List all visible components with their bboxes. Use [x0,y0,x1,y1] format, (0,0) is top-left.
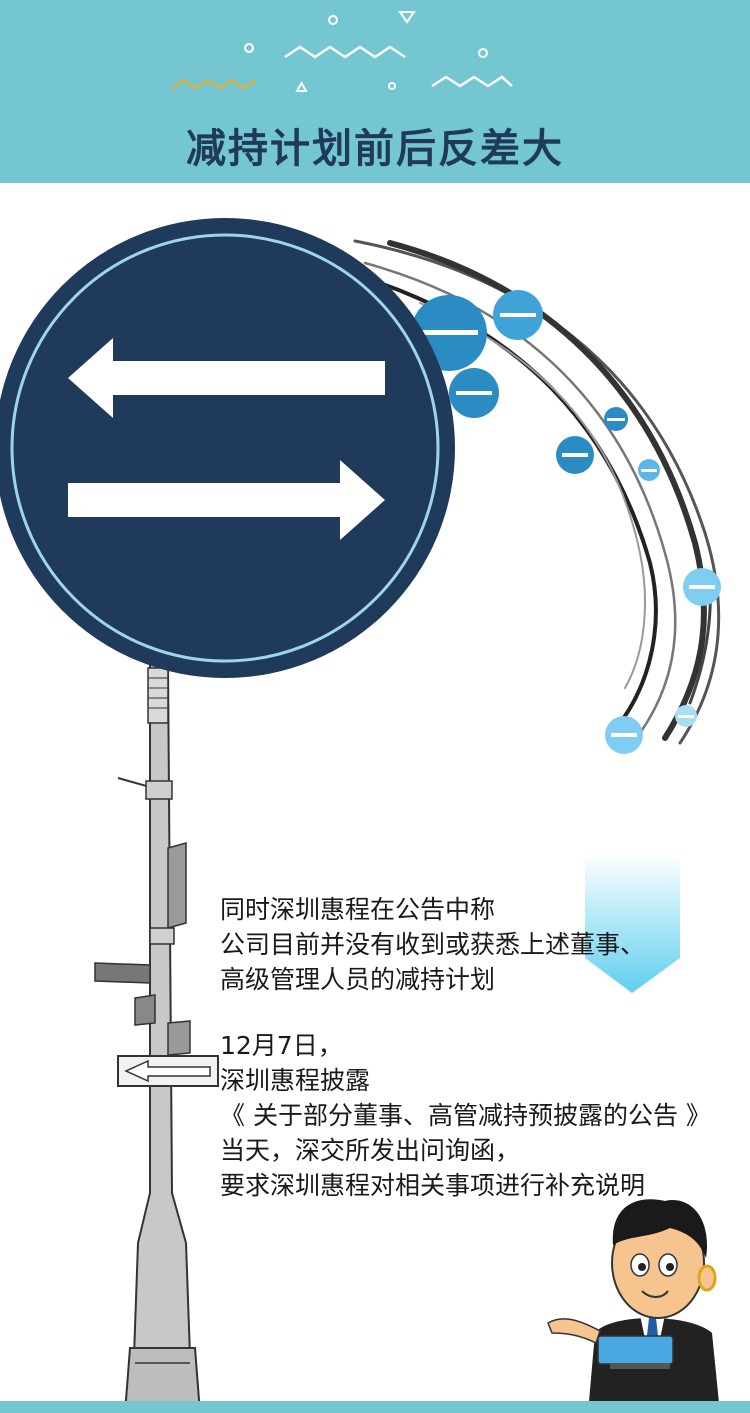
header-banner: 减持计划前后反差大 [0,0,750,183]
businessman-illustration [547,1199,720,1413]
paragraph-line: 高级管理人员的减持计划 [220,965,496,994]
page-title: 减持计划前后反差大 [186,126,564,172]
paragraph-line: 当天，深交所发出问询函， [220,1136,521,1165]
zigzag-decoration [431,75,513,88]
bottom-strip [0,1401,750,1413]
paragraph-line: 《 关于部分董事、高管减持预披露的公告 》 [220,1101,711,1130]
triangle-decoration [295,80,308,92]
paragraph-line: 深圳惠程披露 [220,1066,371,1095]
minus-bubbles [411,290,721,754]
banner-decorations [171,11,513,92]
two-way-traffic-sign [0,218,455,678]
illustration-scene [0,218,721,1413]
arrow-left-icon [68,338,385,418]
circle-decoration [244,43,254,53]
circle-decoration [388,82,396,90]
paragraph-line: 要求深圳惠程对相关事项进行补充说明 [220,1171,646,1200]
sign-pole [94,662,219,1413]
arrow-right-icon [68,460,385,540]
paragraph-line: 12月7日， [220,1031,343,1060]
down-arrow-icon [585,853,680,993]
circle-decoration [478,48,488,58]
paragraph-2: 12月7日， 深圳惠程披露 《 关于部分董事、高管减持预披露的公告 》 当天，深… [220,1028,711,1203]
triangle-decoration [398,11,416,24]
zigzag-decoration [284,45,406,59]
zigzag-decoration [171,78,257,90]
paragraph-1: 同时深圳惠程在公告中称 公司目前并没有收到或获悉上述董事、 高级管理人员的减持计… [220,892,645,997]
paragraph-line: 公司目前并没有收到或获悉上述董事、 [220,930,646,959]
paragraph-line: 同时深圳惠程在公告中称 [220,895,496,924]
circle-decoration [328,15,338,25]
